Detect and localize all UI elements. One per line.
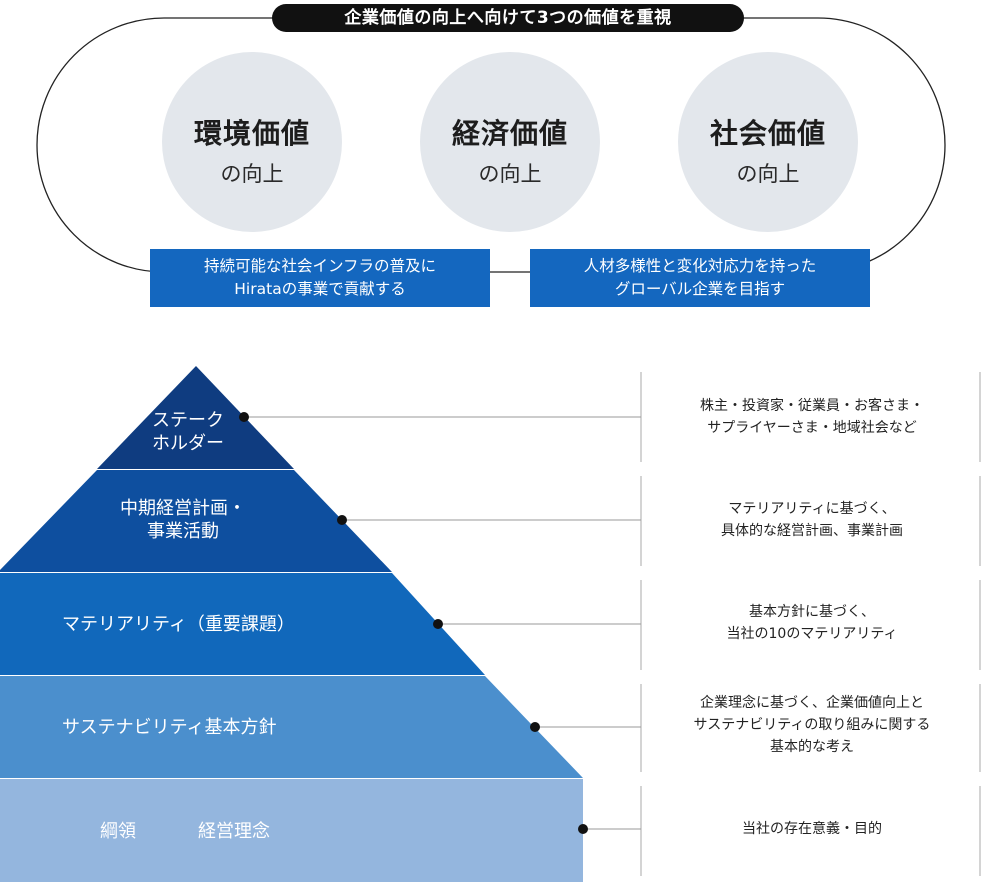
goal-box-global: 人材多様性と変化対応力を持った グローバル企業を目指す [530, 249, 870, 307]
value-name: 経済価値 [451, 117, 568, 150]
desc-sustainability-policy: 企業理念に基づく、企業価値向上と サステナビリティの取り組みに関する 基本的な考… [642, 692, 982, 758]
value-name: 社会価値 [709, 117, 826, 150]
pyramid-layer-midterm-plan [0, 470, 392, 572]
desc-line: 当社の存在意義・目的 [742, 821, 882, 837]
label-line: 綱領 [100, 821, 136, 842]
pyramid-layer-materiality [0, 573, 485, 675]
desc-line: マテリアリティに基づく、 [728, 501, 896, 517]
layer-label-sustainability-policy: サステナビリティ基本方針 [62, 716, 277, 739]
desc-line: 具体的な経営計画、事業計画 [721, 523, 903, 539]
pyramid-layer-sustainability-policy [0, 676, 583, 778]
desc-materiality: 基本方針に基づく、 当社の10のマテリアリティ [642, 601, 982, 645]
value-sub: の向上 [736, 162, 800, 186]
desc-philosophy: 当社の存在意義・目的 [642, 818, 982, 840]
desc-stakeholders: 株主・投資家・従業員・お客さま・ サプライヤーさま・地域社会など [642, 395, 982, 439]
label-line: 中期経営計画・ [120, 498, 246, 519]
goal-line: 人材多様性と変化対応力を持った [583, 257, 817, 275]
social-value-circle: 社会価値 の向上 [678, 52, 858, 232]
desc-midterm-plan: マテリアリティに基づく、 具体的な経営計画、事業計画 [642, 498, 982, 542]
connector-dot [530, 722, 540, 732]
desc-line: サプライヤーさま・地域社会など [707, 420, 917, 436]
goal-line: Hirataの事業で貢献する [234, 280, 406, 298]
value-name: 環境価値 [193, 117, 310, 150]
layer-label-midterm-plan: 中期経営計画・ 事業活動 [120, 497, 246, 543]
desc-line: 当社の10のマテリアリティ [726, 626, 898, 642]
label-line: 事業活動 [147, 521, 219, 542]
value-sub: の向上 [478, 162, 542, 186]
desc-line: サステナビリティの取り組みに関する [693, 717, 931, 733]
goal-box-infrastructure: 持続可能な社会インフラの普及に Hirataの事業で貢献する [150, 249, 490, 307]
connector-dot [433, 619, 443, 629]
layer-label-stakeholders: ステーク ホルダー [152, 409, 224, 455]
connector-dot [239, 412, 249, 422]
label-line: ホルダー [152, 433, 224, 454]
label-line: サステナビリティ基本方針 [62, 717, 277, 738]
section-title: 企業価値の向上へ向けて3つの価値を重視 [272, 4, 744, 32]
layer-label-materiality: マテリアリティ（重要課題） [62, 613, 295, 636]
label-line: マテリアリティ（重要課題） [62, 614, 295, 635]
value-sub: の向上 [220, 162, 284, 186]
pyramid-layer-stakeholders [97, 366, 294, 469]
layer-label-code: 綱領 [100, 820, 136, 843]
desc-line: 株主・投資家・従業員・お客さま・ [700, 398, 924, 414]
label-line: ステーク [152, 410, 224, 431]
goal-line: 持続可能な社会インフラの普及に [203, 257, 437, 275]
connector-dot [337, 515, 347, 525]
desc-line: 基本的な考え [770, 739, 854, 755]
economic-value-circle: 経済価値 の向上 [420, 52, 600, 232]
connector-dot [578, 824, 588, 834]
layer-label-philosophy: 経営理念 [198, 820, 270, 843]
desc-line: 基本方針に基づく、 [749, 604, 875, 620]
label-line: 経営理念 [198, 821, 270, 842]
pyramid-layer-philosophy [0, 779, 583, 882]
desc-line: 企業理念に基づく、企業価値向上と [700, 695, 924, 711]
goal-line: グローバル企業を目指す [614, 280, 786, 298]
environmental-value-circle: 環境価値 の向上 [162, 52, 342, 232]
